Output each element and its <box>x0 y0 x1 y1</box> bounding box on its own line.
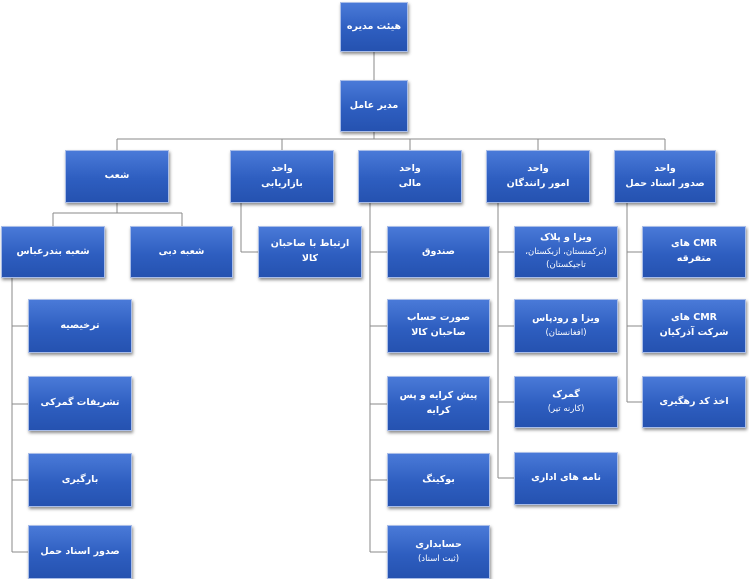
node-label: بوکینگ <box>422 473 455 485</box>
node-label: مالی <box>398 177 422 189</box>
node-label: صدور اسناد حمل <box>625 177 705 189</box>
node-owner-relations: ارتباط با صاحبان کالا <box>258 226 362 278</box>
node-bandar-abbas: شعبه بندرعباس <box>1 226 105 278</box>
node-booking: بوکینگ <box>387 453 490 507</box>
node-label: شعبه بندرعباس <box>16 245 90 257</box>
node-cmr-misc: CMR های متفرقه <box>642 226 746 278</box>
node-cashbox: صندوق <box>387 226 490 278</box>
node-customs-carnet: گمرک (کارنه تیر) <box>514 376 618 428</box>
node-label: بارگیری <box>61 473 99 485</box>
node-visa-plaque: ویزا و پلاک (ترکمنستان، ازبکستان، تاجیکس… <box>514 226 618 278</box>
node-label: (کارنه تیر) <box>547 403 585 414</box>
node-label: نامه های اداری <box>531 472 601 484</box>
node-loading: بارگیری <box>28 453 132 507</box>
node-label: تشریفات گمرکی <box>40 397 120 409</box>
node-label: گمرک <box>552 389 580 401</box>
node-label: صدور اسناد حمل <box>40 545 120 557</box>
node-issue-docs: صدور اسناد حمل <box>28 525 132 579</box>
node-label: واحد <box>399 162 421 174</box>
node-tracking-code: اخذ کد رهگیری <box>642 376 746 428</box>
node-customs-formalities: تشریفات گمرکی <box>28 376 132 431</box>
node-label: تاجیکستان) <box>546 260 586 271</box>
node-finance: واحد مالی <box>358 150 462 203</box>
node-clearance: ترخیصیه <box>28 299 132 353</box>
node-label: ارتباط با صاحبان کالا <box>270 238 350 264</box>
node-label: (افغانستان) <box>545 327 587 338</box>
node-label: (ثبت اسناد) <box>417 553 460 564</box>
node-label: واحد <box>654 162 676 174</box>
node-label: شرکت آذرکیان <box>659 327 729 338</box>
node-label: واحد <box>527 162 549 174</box>
node-cmr-azarkian: CMR های شرکت آذرکیان <box>642 299 746 353</box>
node-label: شعبه دبی <box>158 245 205 257</box>
node-branches: شعب <box>65 150 169 203</box>
node-accounting: حسابداری (ثبت اسناد) <box>387 525 490 579</box>
node-label: ویزا و رودپاس <box>532 313 600 325</box>
node-label: صورت حساب <box>406 312 471 324</box>
node-prepaid-postpaid: پیش کرایه و پس کرایه <box>387 376 490 431</box>
node-label: شعب <box>104 170 130 182</box>
node-drivers: واحد امور رانندگان <box>486 150 590 203</box>
node-label: صاحبان کالا <box>411 327 466 338</box>
node-label: CMR های <box>671 312 717 324</box>
node-admin-letters: نامه های اداری <box>514 452 618 505</box>
node-label: واحد <box>271 162 293 174</box>
node-label: ویزا و پلاک <box>540 232 592 244</box>
node-ceo: مدیر عامل <box>340 80 408 132</box>
node-label: بازاریابی <box>261 177 303 189</box>
node-label: اخذ کد رهگیری <box>659 395 729 407</box>
node-label: متفرقه <box>676 253 712 264</box>
node-label: صندوق <box>422 245 455 257</box>
node-label: CMR های <box>671 238 717 250</box>
node-dubai: شعبه دبی <box>130 226 233 278</box>
node-label: پیش کرایه و پس کرایه <box>399 389 478 416</box>
node-marketing: واحد بازاریابی <box>230 150 334 203</box>
node-board: هیئت مدیره <box>340 2 408 52</box>
node-label: امور رانندگان <box>506 177 570 189</box>
node-visa-transit: ویزا و رودپاس (افغانستان) <box>514 299 618 353</box>
node-label: مدیر عامل <box>349 99 399 111</box>
node-label: هیئت مدیره <box>346 20 402 32</box>
node-docs: واحد صدور اسناد حمل <box>614 150 716 203</box>
node-label: حسابداری <box>415 539 462 551</box>
node-owner-accounts: صورت حساب صاحبان کالا <box>387 299 490 353</box>
node-label: (ترکمنستان، ازبکستان، <box>525 247 607 258</box>
node-label: ترخیصیه <box>60 319 100 331</box>
